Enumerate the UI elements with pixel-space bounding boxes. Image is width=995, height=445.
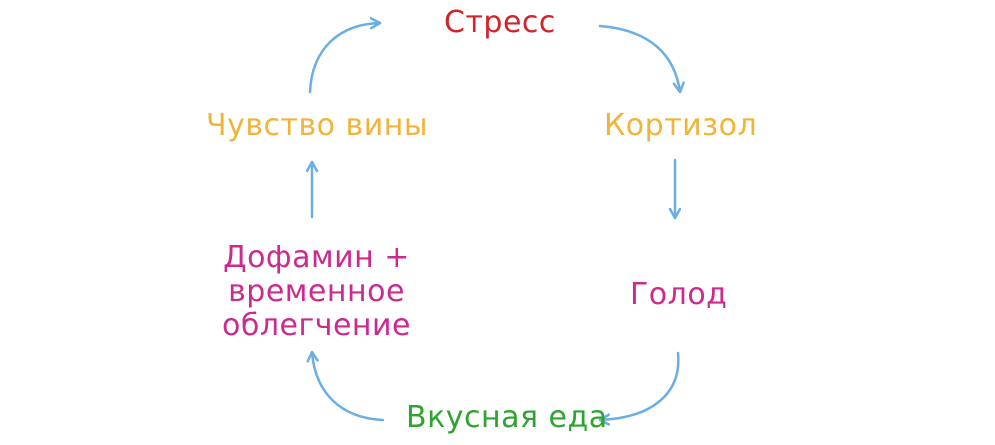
node-dopamine-relief: Дофамин + временное облегчение [222,241,411,343]
node-cortisol: Кортизол [604,108,758,143]
dopamine-line-3: облегчение [222,308,411,343]
arrow-food-to-dopamine [312,350,385,422]
node-stress: Стресс [444,5,556,40]
dopamine-line-2: временное [228,274,405,309]
node-tasty-food: Вкусная еда [406,400,608,435]
arrow-guilt-to-stress [308,23,382,94]
node-hunger: Голод [630,277,728,312]
arrow-stress-to-cortisol [598,24,680,94]
arrow-hunger-to-food [598,351,680,420]
dopamine-line-1: Дофамин + [223,240,410,275]
node-guilt: Чувство вины [206,108,429,143]
